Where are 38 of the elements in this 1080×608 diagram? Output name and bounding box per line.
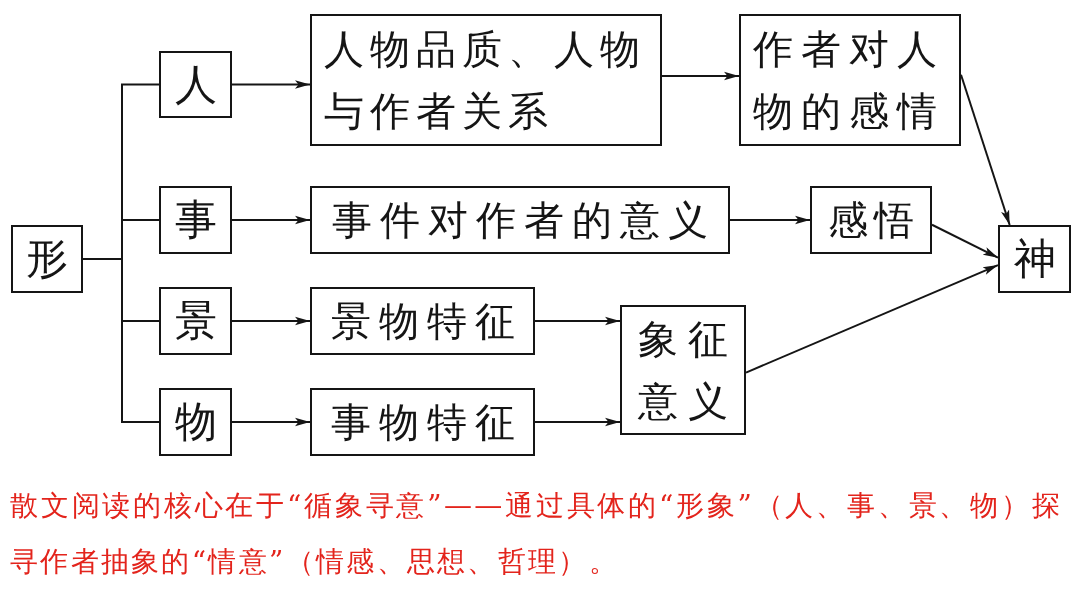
arrow	[231, 417, 311, 427]
arrow	[534, 417, 621, 427]
box-label: 景	[174, 296, 217, 346]
box-label: 人	[174, 59, 217, 110]
concept-box	[159, 388, 232, 456]
box-label: 形	[26, 234, 68, 284]
box-label: 感悟	[827, 196, 920, 245]
box-label: 象征意义	[637, 315, 739, 426]
box-label: 作者对人物的感情	[753, 25, 946, 136]
arrow	[931, 223, 999, 259]
concept-box	[159, 51, 232, 118]
connector-line	[82, 258, 160, 423]
box-label: 神	[1013, 234, 1056, 284]
concept-box	[310, 186, 730, 254]
arrow	[231, 215, 311, 225]
concept-box	[739, 14, 961, 146]
caption-text: 散文阅读的核心在于“循象寻意”——通过具体的“形象”（人、事、景、物）探寻作者抽象的“情意”（情感、思想、哲理）。	[10, 488, 1062, 580]
concept-box	[620, 305, 746, 435]
concept-box	[11, 225, 83, 293]
concept-box	[310, 287, 535, 355]
arrow	[745, 264, 999, 374]
arrow	[231, 80, 311, 89]
arrow	[661, 71, 740, 81]
box-label: 事件对作者的意义	[331, 196, 716, 245]
box-label: 人物品质、人物与作者关系	[324, 25, 647, 136]
concept-box	[159, 186, 232, 254]
arrow	[534, 316, 621, 326]
concept-box	[998, 225, 1071, 293]
arrow	[729, 215, 811, 225]
concept-box	[159, 287, 232, 355]
concept-box	[310, 14, 662, 146]
concept-box	[310, 388, 535, 456]
box-label: 事	[174, 195, 217, 245]
box-label: 事物特征	[329, 398, 523, 447]
box-label: 景物特征	[329, 297, 523, 346]
box-label: 物	[174, 397, 217, 447]
concept-box	[810, 186, 932, 254]
arrow	[231, 316, 311, 326]
